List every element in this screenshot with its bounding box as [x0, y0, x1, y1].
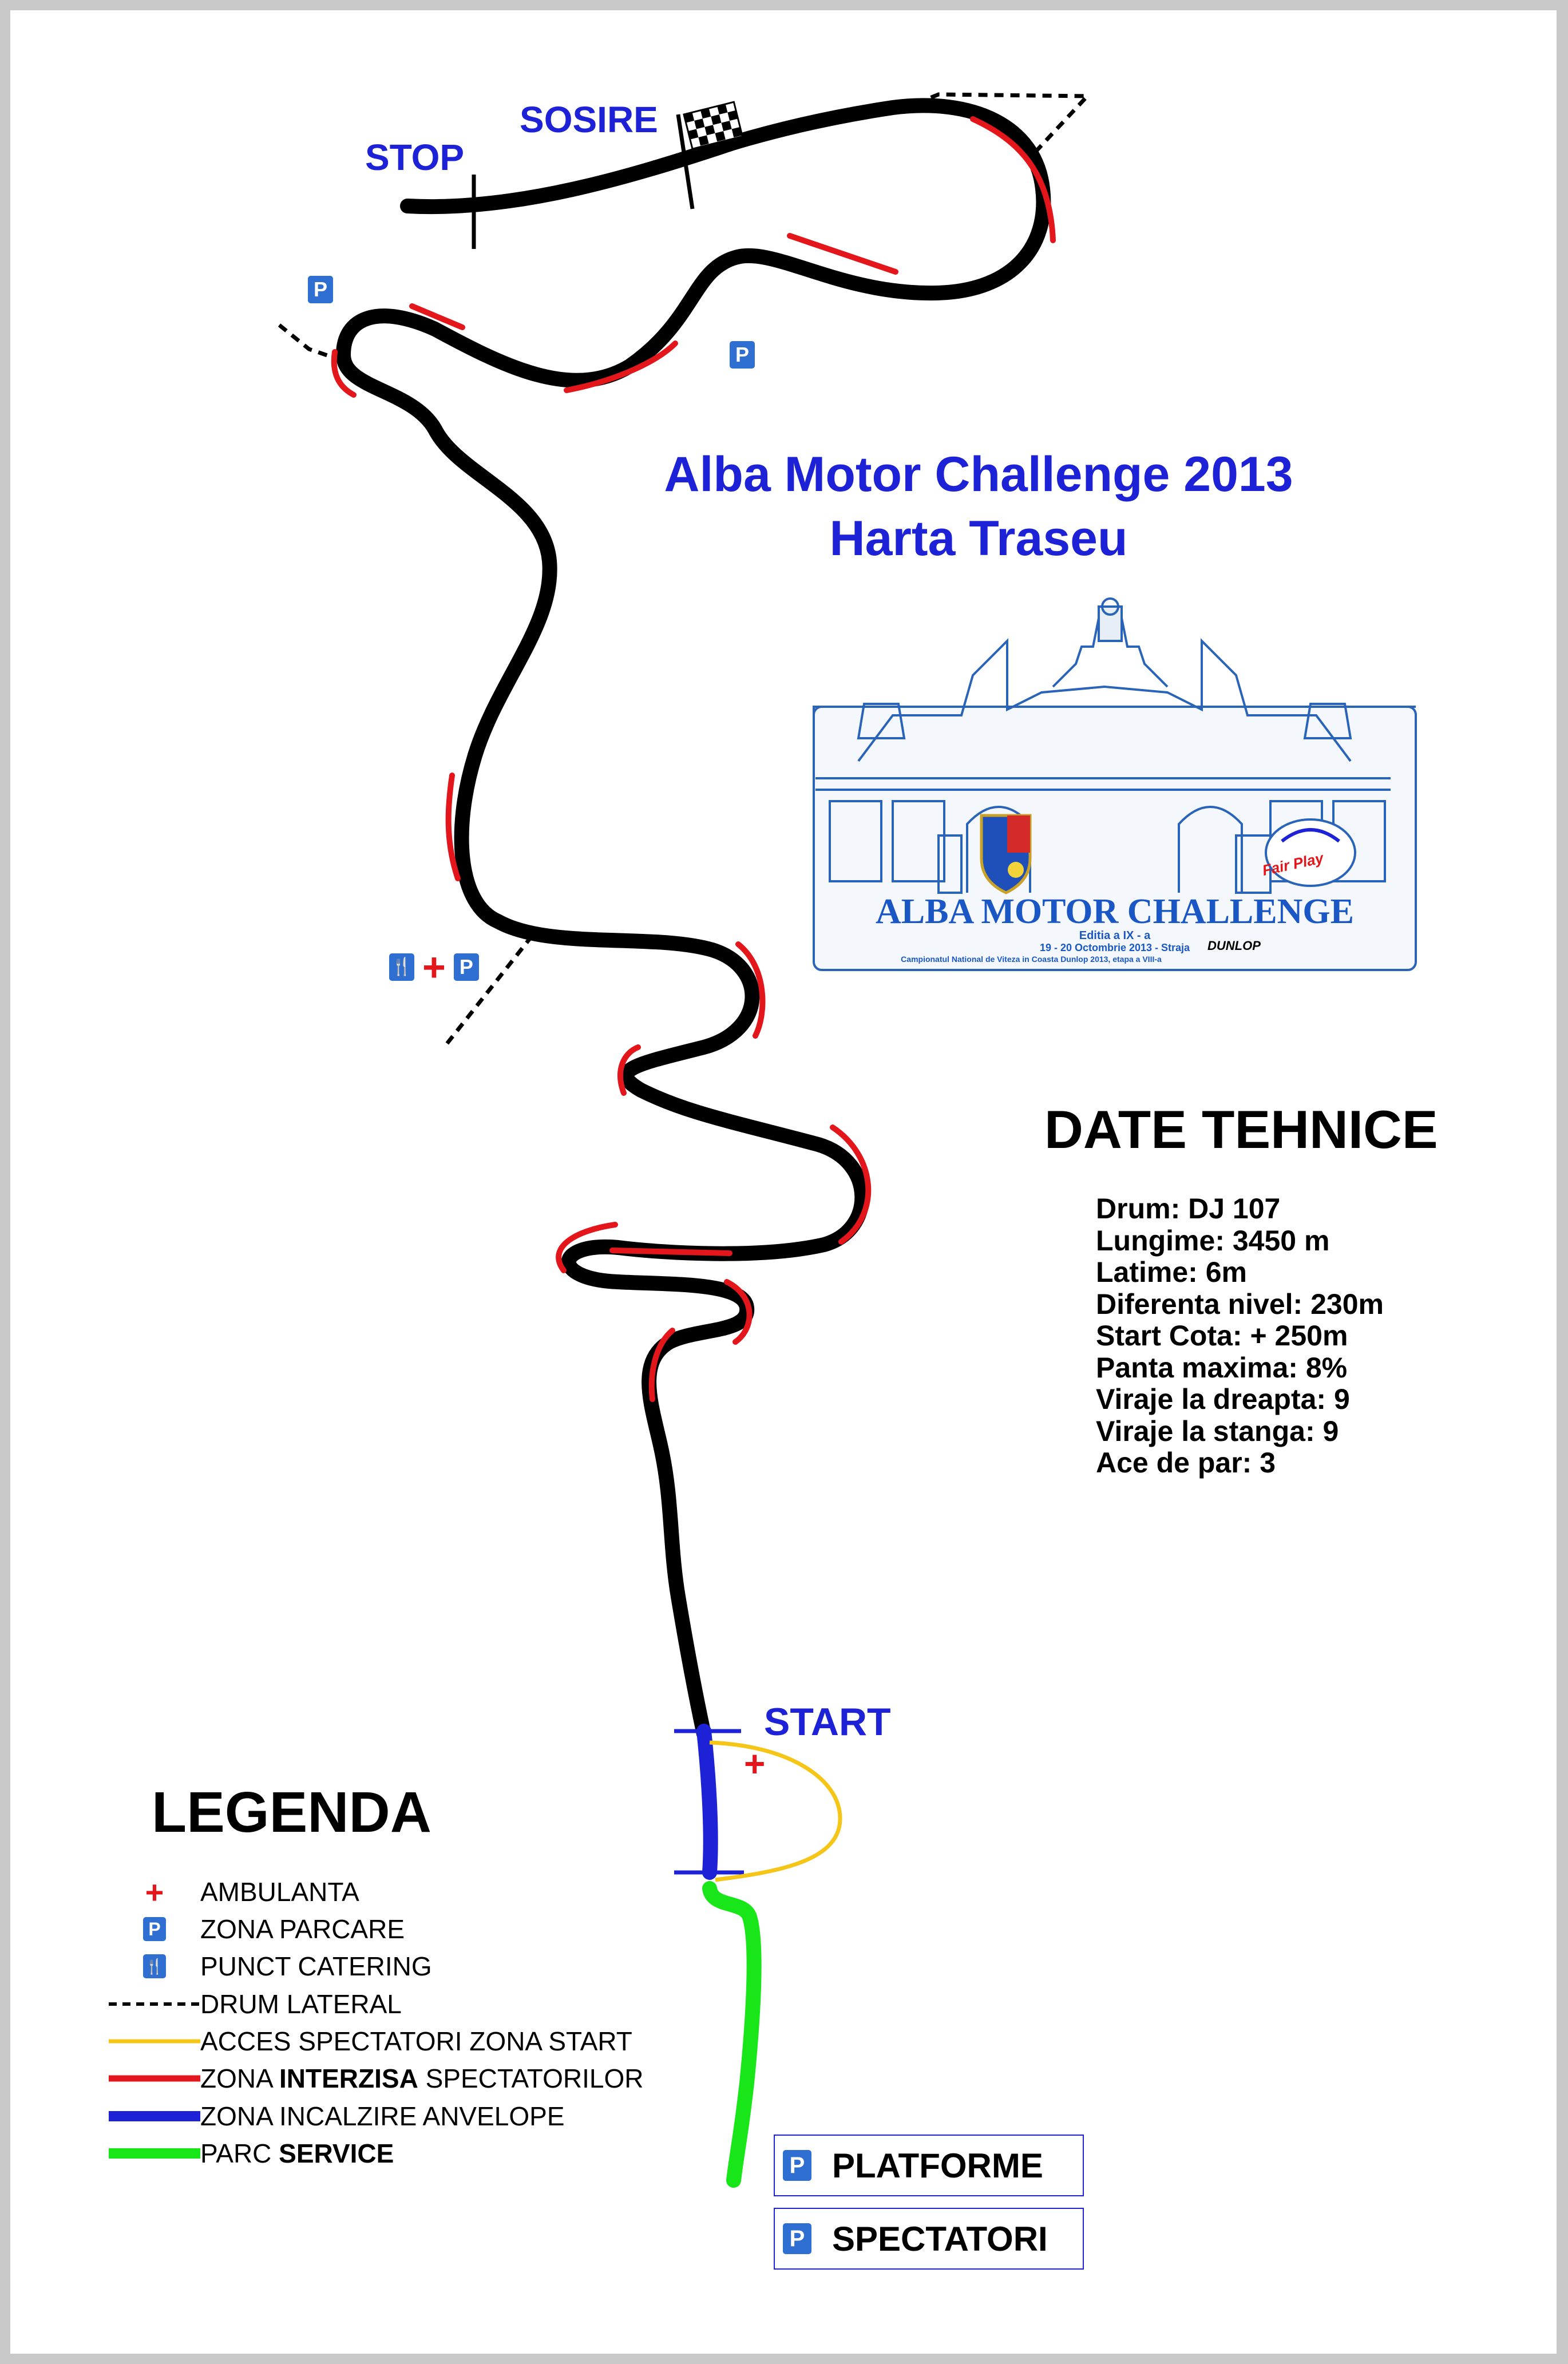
forbidden-zones: [331, 116, 1056, 1402]
legend-text: PUNCT CATERING: [200, 1951, 432, 1981]
logo-series: Campionatul National de Viteza in Coasta…: [901, 955, 1162, 964]
red-line-icon: [109, 2075, 200, 2082]
legend-item: 🍴 PUNCT CATERING: [109, 1949, 432, 1983]
blue-line-icon: [109, 2111, 200, 2121]
legend-item: P ZONA PARCARE: [109, 1912, 405, 1946]
parking-icon: P: [730, 341, 755, 369]
forbidden-zone: [617, 1044, 641, 1096]
legend-item: ZONA INCALZIRE ANVELOPE: [109, 2099, 565, 2133]
legend-text: ZONA INCALZIRE ANVELOPE: [200, 2101, 565, 2131]
legend-item: ZONA INTERZISA SPECTATORILOR: [109, 2061, 643, 2096]
tech-line: Drum: DJ 107: [1096, 1193, 1281, 1225]
parking-box-platforme: P PLATFORME: [774, 2135, 1084, 2196]
tech-heading: DATE TEHNICE: [1044, 1099, 1438, 1159]
tech-line: Start Cota: + 250m: [1096, 1320, 1348, 1352]
side-road-left: [278, 323, 340, 362]
map-sheet: [10, 10, 1557, 2354]
finish-label: SOSIRE: [520, 99, 658, 140]
tech-line: Panta maxima: 8%: [1096, 1351, 1348, 1384]
forbidden-zone: [331, 349, 357, 398]
coat-of-arms-icon: [980, 814, 1032, 894]
yellow-line-icon: [109, 2039, 200, 2044]
stop-label: STOP: [365, 137, 465, 178]
legend-text: ACCES SPECTATORI ZONA START: [200, 2026, 632, 2056]
forbidden-zone: [564, 340, 678, 393]
catering-icon: 🍴: [143, 1954, 166, 1978]
forbidden-zone: [556, 1222, 618, 1273]
legend-item: + AMBULANTA: [109, 1874, 359, 1910]
legend-text: PARC SERVICE: [200, 2139, 394, 2168]
catering-icon: 🍴: [389, 953, 414, 981]
legend-text: ZONA PARCARE: [200, 1914, 405, 1944]
tech-data: Drum: DJ 107 Lungime: 3450 m Latime: 6m …: [1096, 1193, 1384, 1479]
tech-line: Diferenta nivel: 230m: [1096, 1288, 1384, 1320]
finish-flag-icon: [676, 101, 744, 209]
forbidden-zone: [648, 1328, 675, 1402]
main-route: [336, 98, 1051, 1741]
tech-line: Ace de par: 3: [1096, 1447, 1276, 1479]
forbidden-zone: [830, 1124, 872, 1245]
logo-edition: Editia a IX - a: [1079, 929, 1151, 942]
parking-icon: P: [783, 2223, 811, 2254]
green-line-icon: [109, 2148, 200, 2159]
side-road-catering: [445, 934, 534, 1046]
start-marks: [674, 1729, 744, 1875]
parking-icon: P: [453, 953, 479, 981]
dashed-line-icon: [109, 2002, 200, 2006]
forbidden-zone: [445, 773, 461, 881]
forbidden-zone: [724, 1279, 753, 1345]
forbidden-zone: [970, 116, 1056, 243]
logo-sponsor: DUNLOP: [1207, 939, 1261, 953]
ambulance-icon: +: [422, 945, 446, 989]
logo-name: ALBA MOTOR CHALLENGE: [875, 892, 1354, 931]
spectator-access: [709, 1740, 842, 1882]
legend-text: AMBULANTA: [200, 1877, 359, 1907]
parking-icon: P: [143, 1917, 166, 1941]
ambulance-icon: +: [145, 1874, 164, 1910]
page-subtitle: Harta Traseu: [829, 511, 1128, 566]
parking-box-spectatori: P SPECTATORI: [774, 2208, 1084, 2270]
legend-heading: LEGENDA: [152, 1780, 431, 1844]
parking-box-label: SPECTATORI: [832, 2219, 1048, 2258]
tech-line: Viraje la stanga: 9: [1096, 1415, 1339, 1447]
forbidden-zone: [787, 233, 898, 275]
forbidden-zone: [735, 941, 766, 1039]
service-park: [702, 1881, 762, 2188]
logo-dates: 19 - 20 Octombrie 2013 - Straja: [1039, 942, 1190, 953]
legend-item: ACCES SPECTATORI ZONA START: [109, 2024, 632, 2058]
parking-icon: P: [783, 2150, 811, 2181]
forbidden-zone: [409, 303, 465, 330]
tech-line: Latime: 6m: [1096, 1256, 1247, 1288]
ambulance-icon: +: [744, 1743, 766, 1784]
catering-cluster: 🍴 + P: [389, 944, 479, 990]
forbidden-zone: [609, 1248, 732, 1256]
alba-gate-logo: [813, 597, 1417, 971]
start-label: START: [764, 1700, 891, 1744]
legend-item: PARC SERVICE: [109, 2136, 394, 2171]
legend-text: DRUM LATERAL: [200, 1989, 402, 2019]
legend-text: ZONA INTERZISA SPECTATORILOR: [200, 2064, 644, 2093]
legend-item: DRUM LATERAL: [109, 1987, 402, 2021]
warmup-zone: [696, 1724, 718, 1880]
parking-icon: P: [308, 276, 333, 303]
tech-line: Viraje la dreapta: 9: [1096, 1383, 1350, 1415]
tech-line: Lungime: 3450 m: [1096, 1224, 1330, 1257]
fair-play-badge: [1265, 818, 1356, 887]
page-title: Alba Motor Challenge 2013: [664, 447, 1293, 502]
parking-box-label: PLATFORME: [832, 2146, 1043, 2185]
